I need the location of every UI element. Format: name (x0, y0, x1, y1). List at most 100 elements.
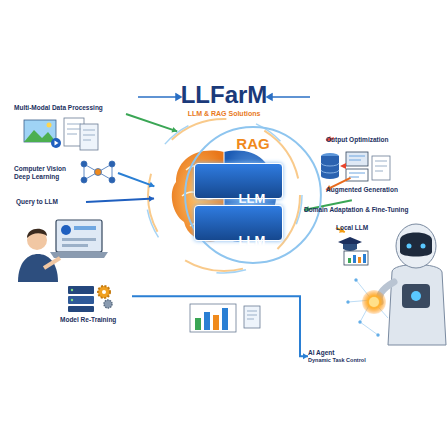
text-stack: Local LLM (336, 224, 386, 232)
user-at-laptop (44, 258, 60, 268)
network-icon (81, 177, 87, 183)
robot-agent (347, 224, 447, 345)
user-at-laptop (18, 254, 58, 282)
local-llm-icon (338, 237, 368, 265)
local-llm-icon (363, 254, 366, 263)
user-at-laptop (61, 225, 71, 235)
text-stack: Augmented Generation (326, 186, 410, 194)
title-rule (138, 96, 176, 98)
arrow-head (149, 196, 154, 202)
robot-agent (377, 334, 380, 337)
media-icon (24, 118, 98, 150)
chart-icon (204, 312, 210, 330)
robot-agent (411, 291, 421, 301)
robot-agent (369, 297, 379, 307)
flow-line (86, 198, 154, 201)
database-docs-icon (375, 161, 387, 171)
output-label: Domain Adaptation & Fine-Tuning (304, 206, 442, 214)
node-text: Local LLM (336, 224, 386, 232)
media-icon (51, 138, 61, 148)
local-llm-icon (353, 255, 356, 263)
node-text: RAG (154, 135, 352, 153)
server-icon (68, 306, 94, 312)
chart-icon (190, 304, 260, 332)
database-docs-icon (372, 156, 390, 180)
llm-box: LLM (194, 163, 283, 199)
title-rule (267, 94, 272, 100)
network-icon (81, 161, 115, 183)
network-icon (109, 161, 115, 167)
media-icon (80, 124, 98, 150)
robot-agent (396, 224, 436, 268)
node-text: Augmented Generation (326, 186, 410, 194)
robot-agent (347, 301, 350, 304)
output-label: Local LLM (336, 224, 386, 232)
text-stack: Domain Adaptation & Fine-Tuning (304, 206, 442, 214)
flow-arrow (126, 114, 177, 133)
server-icon (102, 290, 106, 294)
robot-agent (407, 244, 412, 249)
flow-line (118, 173, 154, 186)
rag-circle: RAG LLM LLM (154, 125, 352, 265)
text-stack: Model Re-Training (60, 316, 132, 324)
flow-arrow (86, 196, 154, 202)
server-icon (68, 286, 94, 294)
arrow-head (303, 353, 308, 359)
agent-label: AI AgentDynamic Task Control (308, 349, 384, 363)
server-icon (98, 286, 110, 298)
user-at-laptop (18, 220, 108, 282)
chart-icon (190, 304, 236, 332)
media-icon (47, 123, 52, 128)
database-docs-icon (340, 163, 346, 169)
input-label: Computer Vision Deep Learning (14, 158, 118, 188)
local-llm-icon (348, 258, 351, 263)
database-docs-icon (346, 152, 368, 166)
network-icon (95, 169, 102, 176)
media-icon (24, 120, 56, 142)
database-docs-icon (321, 163, 339, 173)
node-text: Output Optimization (326, 136, 416, 144)
robot-agent (359, 321, 362, 324)
flow-line (132, 296, 308, 356)
text-stack: AI AgentDynamic Task Control (308, 349, 384, 363)
output-label: Output Optimization (326, 136, 416, 144)
media-icon (24, 130, 56, 142)
server-icon (104, 300, 112, 308)
title-rule (176, 94, 181, 100)
robot-agent (400, 233, 432, 257)
llm-box: LLM (194, 205, 283, 241)
local-llm-icon (358, 257, 361, 263)
chart-icon (213, 315, 219, 330)
node-text: AI Agent (308, 349, 384, 357)
local-llm-icon (343, 244, 357, 251)
arrow-head (149, 182, 155, 188)
text-stack: Query to LLM (16, 198, 86, 206)
database-docs-icon (321, 156, 339, 176)
title-rule (272, 96, 310, 98)
text-stack: Output Optimization (326, 136, 416, 144)
robot-agent (421, 244, 426, 249)
server-icon (71, 289, 73, 291)
network-icon (81, 161, 87, 167)
database-docs-icon (321, 152, 390, 181)
user-at-laptop (74, 226, 96, 230)
input-label: Multi-Modal Data Processing (14, 104, 126, 154)
media-icon (67, 124, 95, 140)
robot-agent (360, 322, 378, 335)
brain-glow (146, 117, 302, 273)
process-label: Model Re-Training (60, 283, 132, 327)
node-text: Computer Vision Deep Learning (14, 165, 74, 181)
database-docs-icon (321, 173, 339, 179)
node-text: Multi-Modal Data Processing (14, 104, 126, 112)
robot-agent (388, 265, 446, 346)
node-subtext: Dynamic Task Control (308, 357, 384, 364)
robot-agent (402, 284, 430, 308)
server-icon (71, 299, 73, 301)
user-at-laptop (56, 220, 102, 252)
user-at-laptop (62, 244, 88, 247)
chart-icon (247, 311, 257, 319)
robot-agent (355, 279, 358, 282)
brain-glow (146, 117, 302, 273)
flow-arrow (118, 173, 154, 187)
